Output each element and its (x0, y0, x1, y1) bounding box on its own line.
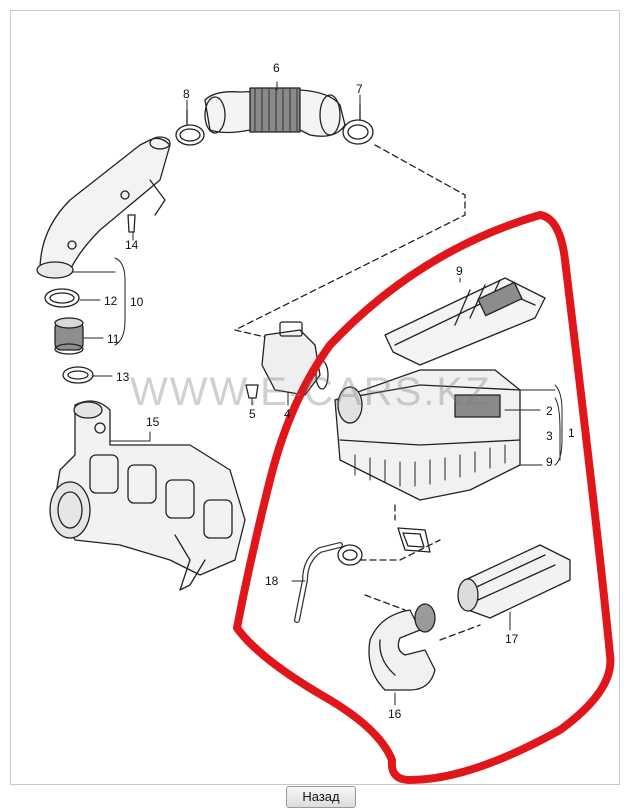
gasket-ring (397, 527, 431, 553)
callout-11: 11 (107, 332, 120, 346)
callout-1: 1 (568, 426, 575, 440)
back-button[interactable]: Назад (286, 786, 356, 808)
callout-6: 6 (273, 61, 280, 75)
part-5-screw (245, 384, 259, 399)
callout-18: 18 (265, 574, 279, 588)
callout-9-top: 9 (456, 264, 463, 278)
part-9-filter-cover (384, 277, 546, 366)
callout-9-side: 9 (546, 455, 553, 469)
callout-14: 14 (125, 238, 139, 252)
callout-labels: 6 8 7 14 12 10 11 13 15 5 4 9 2 3 1 9 18… (104, 61, 575, 721)
part-15-turbocharger (49, 400, 246, 591)
callout-3: 3 (546, 429, 553, 443)
part-1-airbox (334, 369, 521, 501)
part-6-hose (204, 87, 346, 137)
callout-15: 15 (146, 415, 160, 429)
left-intake-pipe (36, 136, 171, 279)
watermark: WWW.E-CARS.KZ (130, 370, 492, 414)
callout-4: 4 (284, 407, 291, 421)
red-highlight-outline (233, 211, 615, 784)
callout-12: 12 (104, 294, 118, 308)
part-12-clamp (44, 288, 80, 308)
leader-lines (71, 81, 563, 706)
part-16-elbow-hose (368, 603, 436, 691)
part-14-bolt (127, 214, 136, 233)
callout-2: 2 (546, 404, 553, 418)
callout-5: 5 (249, 407, 256, 421)
part-17-intake-duct (457, 544, 571, 619)
part-7-clamp (342, 104, 374, 145)
callout-8: 8 (183, 87, 190, 101)
callout-10: 10 (130, 295, 144, 309)
part-13-clamp (62, 366, 94, 384)
callout-7: 7 (356, 82, 363, 96)
part-11-coupling (54, 317, 84, 355)
callout-17: 17 (505, 632, 519, 646)
dashed-route-lower (359, 504, 441, 561)
dashed-route-16-17 (364, 594, 481, 641)
part-8-clamp (175, 109, 205, 146)
callout-16: 16 (388, 707, 402, 721)
part-18-breather-hose (294, 542, 363, 623)
callout-13: 13 (116, 370, 130, 384)
dashed-route-6-4 (234, 144, 466, 346)
